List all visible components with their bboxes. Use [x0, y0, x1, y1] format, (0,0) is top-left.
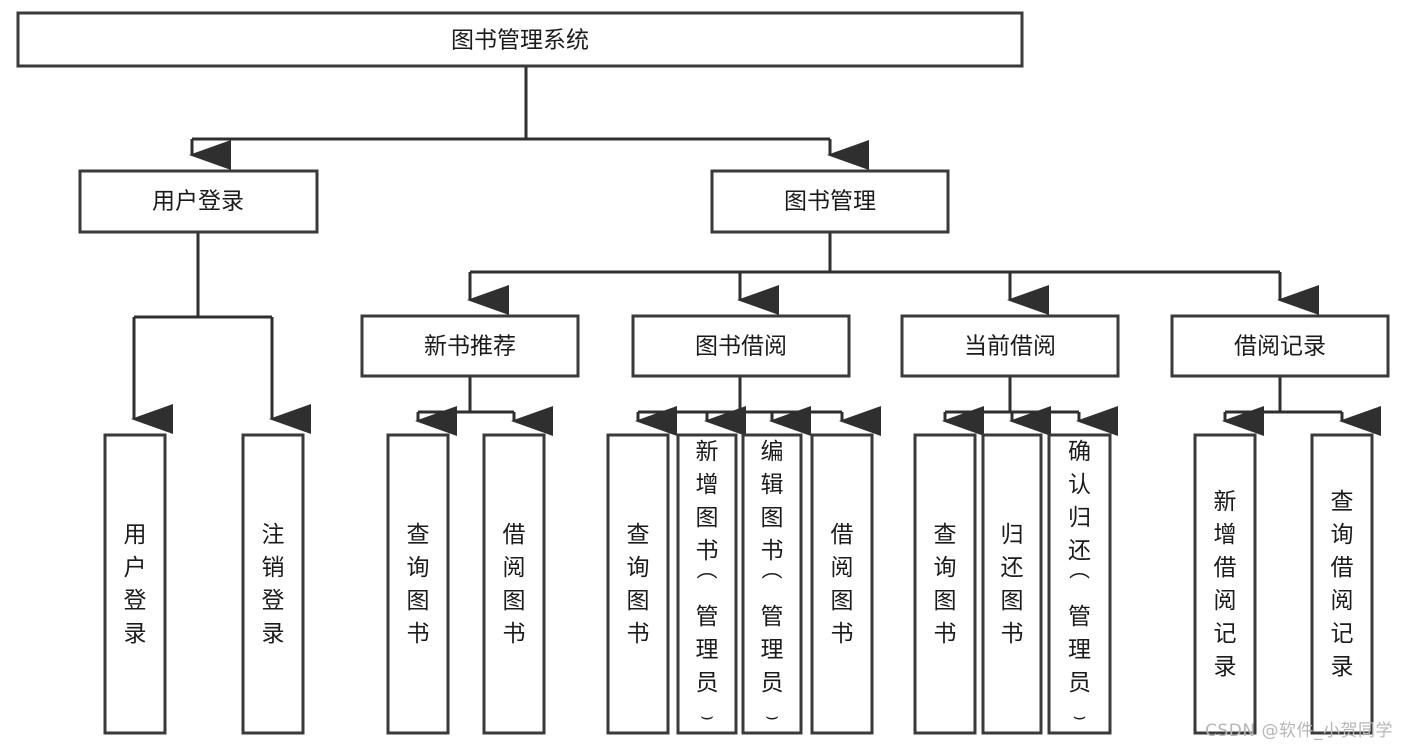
leaf-node-box [1310, 433, 1374, 735]
connectors-root-to-level2 [189, 66, 869, 170]
leaf-node-box [386, 433, 450, 735]
node-root-system-box [16, 11, 1024, 68]
connectors-borrow-records-to-leaves [1222, 376, 1381, 436]
node-book-borrow[interactable]: 图书借阅 [631, 314, 851, 378]
leaf-node-label: 借阅图书 [503, 522, 526, 647]
connectors-borrow-to-leaves [635, 376, 881, 436]
leaf-nodes-layer: 用户登录 注销登录 查询图书 借阅图书 查询图书 新增图书⌒管理员⌣ 编辑图书⌒管理员⌣ 借阅… [103, 433, 1374, 735]
leaf-node-box [981, 433, 1043, 735]
leaf-node-label: 编辑图书⌒管理员⌣ [761, 439, 784, 728]
leaf-node[interactable]: 注销登录 [241, 433, 305, 735]
leaf-node-box [1047, 433, 1112, 735]
leaf-node[interactable]: 查询图书 [913, 433, 977, 735]
node-current-borrow-box [900, 314, 1120, 378]
node-current-borrow[interactable]: 当前借阅 [900, 314, 1120, 378]
connectors-books-to-level3 [467, 232, 1319, 315]
node-book-management-box [710, 169, 950, 234]
leaf-node[interactable]: 用户登录 [103, 433, 167, 735]
leaf-node-box [810, 433, 874, 735]
node-user-login-box [78, 169, 319, 234]
node-book-management[interactable]: 图书管理 [710, 169, 950, 234]
leaf-node-label: 新增借阅记录 [1214, 489, 1237, 680]
node-user-login-label: 用户登录 [152, 189, 244, 215]
leaf-node-label: 用户登录 [124, 522, 147, 647]
node-book-management-label: 图书管理 [784, 189, 876, 215]
leaf-node[interactable]: 借阅图书 [482, 433, 546, 735]
leaf-node[interactable]: 借阅图书 [810, 433, 874, 735]
leaf-node-label: 借阅图书 [831, 522, 854, 647]
leaf-node-label: 新增图书⌒管理员⌣ [696, 439, 719, 728]
leaf-node-box [606, 433, 670, 735]
leaf-node[interactable]: 查询图书 [386, 433, 450, 735]
node-new-book-recommend[interactable]: 新书推荐 [360, 314, 580, 378]
node-new-book-recommend-label: 新书推荐 [424, 334, 516, 360]
leaf-node-box [913, 433, 977, 735]
leaf-node-label: 查询图书 [627, 522, 650, 647]
leaf-node-label: 注销登录 [262, 522, 285, 647]
leaf-node-box [103, 433, 167, 735]
node-current-borrow-label: 当前借阅 [964, 334, 1056, 360]
leaf-node[interactable]: 新增借阅记录 [1193, 433, 1257, 735]
node-new-book-recommend-box [360, 314, 580, 378]
leaf-node-label: 查询图书 [934, 522, 957, 647]
connectors-user-login-to-leaves [131, 232, 311, 434]
node-borrow-records-box [1170, 314, 1390, 378]
leaf-node-box [241, 433, 305, 735]
node-borrow-records[interactable]: 借阅记录 [1170, 314, 1390, 378]
leaf-node-box [482, 433, 546, 735]
connectors-current-borrow-to-leaves [942, 376, 1118, 436]
leaf-node-box [1193, 433, 1257, 735]
leaf-node-label: 查询图书 [407, 522, 430, 647]
leaf-node[interactable]: 查询图书 [606, 433, 670, 735]
leaf-node[interactable]: 编辑图书⌒管理员⌣ [741, 433, 803, 735]
leaf-node-label: 查询借阅记录 [1331, 489, 1354, 680]
leaf-node-box [741, 433, 803, 735]
node-root-system[interactable]: 图书管理系统 [16, 11, 1024, 68]
node-root-system-label: 图书管理系统 [451, 28, 589, 54]
leaf-node-label: 确认归还⌒管理员⌣ [1068, 439, 1091, 728]
leaf-node[interactable]: 确认归还⌒管理员⌣ [1047, 433, 1112, 735]
leaf-node-box [676, 433, 738, 735]
leaf-node-label: 归还图书 [1001, 522, 1024, 647]
node-book-borrow-label: 图书借阅 [695, 334, 787, 360]
node-book-borrow-box [631, 314, 851, 378]
leaf-node[interactable]: 归还图书 [981, 433, 1043, 735]
node-borrow-records-label: 借阅记录 [1234, 334, 1326, 360]
leaf-node[interactable]: 新增图书⌒管理员⌣ [676, 433, 738, 735]
node-user-login[interactable]: 用户登录 [78, 169, 319, 234]
connectors-new-books-to-leaves [415, 376, 553, 436]
csdn-watermark: CSDN @软件_小贺同学 [1205, 721, 1393, 741]
leaf-node[interactable]: 查询借阅记录 [1310, 433, 1374, 735]
